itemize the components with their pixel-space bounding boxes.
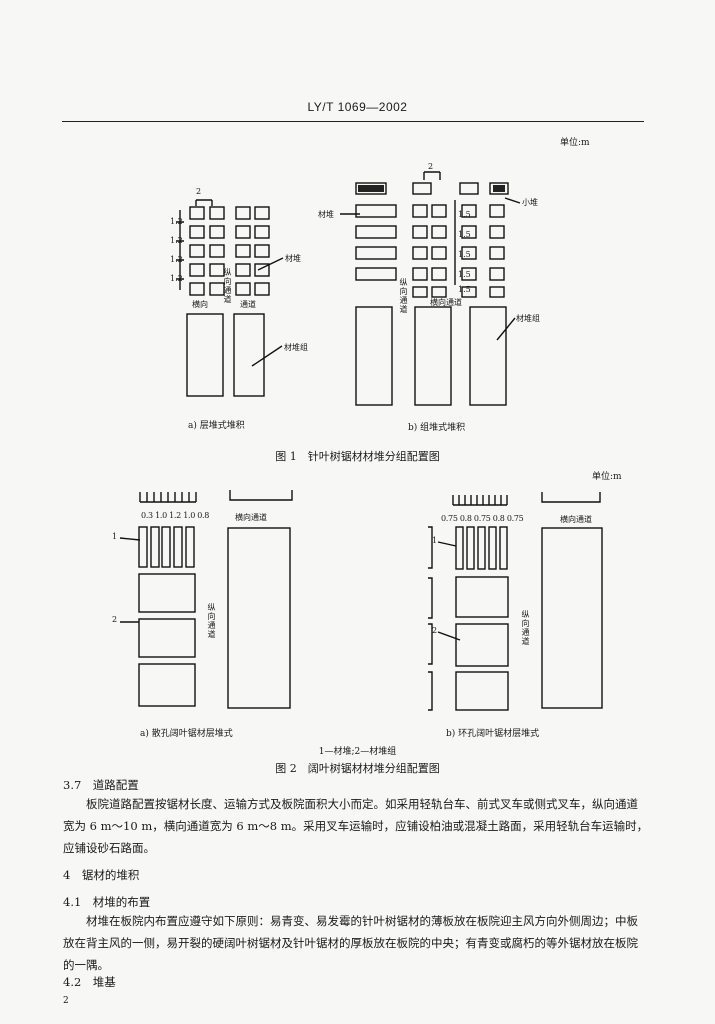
fig2b-aisle-v: 纵向通道 (521, 610, 530, 646)
fig1b-label-top: 2 (428, 162, 434, 171)
fig2b-spacing: 0.75 0.8 0.75 0.8 0.75 (441, 514, 524, 523)
fig1a-caption: a) 层堆式堆积 (188, 421, 245, 431)
section-3-7-heading: 3.7 道路配置 (63, 778, 139, 792)
fig1b-side-1: 1.5 (458, 210, 471, 219)
fig2a-n1: 1 (112, 532, 118, 541)
fig1b-aisle-h: 横向通道 (430, 298, 462, 307)
fig1a-group-label: 材堆组 (284, 343, 308, 352)
section-3-7-paragraph: 板院道路配置按锯材长度、运输方式及板院面积大小而定。如采用轻轨台车、前式叉车或侧… (63, 797, 649, 855)
section-4-1-paragraph: 材堆在板院内布置应遵守如下原则：易青变、易发霉的针叶树锯材的薄板放在板院迎主风方… (63, 914, 638, 972)
fig1a-aisle-h2: 通道 (240, 300, 256, 309)
figure-2-caption: 图 2 阔叶树锯材材堆分组配置图 (275, 762, 440, 775)
fig1b-stacks (355, 182, 509, 298)
fig2b-caption: b) 环孔阔叶锯材层堆式 (446, 729, 540, 739)
fig1a-label-top: 2 (196, 187, 202, 196)
fig1a-side-1: 1.2 (170, 217, 183, 226)
fig1b-group-label: 材堆组 (516, 314, 540, 323)
fig1a-aisle-h: 横向 (192, 300, 208, 309)
fig2a-aisle-v: 纵向通道 (207, 603, 216, 639)
fig1b-group-1 (355, 306, 393, 406)
fig2a-n2: 2 (112, 615, 118, 624)
fig1a-side-3: 1.2 (170, 255, 183, 264)
fig1b-side-3: 1.5 (458, 250, 471, 259)
fig1b-stack-label: 材堆 (318, 210, 334, 219)
fig1b-group-2 (414, 306, 452, 406)
fig2b-group-1 (455, 576, 509, 618)
fig1b-aisle-v: 纵向通道 (399, 278, 408, 314)
standard-number: LY/T 1069—2002 (307, 100, 408, 114)
fig2a-group-1 (138, 573, 196, 613)
fig1a-group-right (233, 313, 265, 397)
fig1a-stack-label: 材堆 (285, 254, 301, 263)
figure-1-caption: 图 1 针叶树锯材材堆分组配置图 (275, 450, 440, 463)
fig2a-group-3 (138, 663, 196, 707)
fig2a-caption: a) 散孔阔叶锯材层堆式 (140, 729, 233, 739)
fig2b-plank-stacks (455, 526, 508, 570)
page-number: 2 (63, 996, 69, 1006)
fig1a-group-left (186, 313, 224, 397)
fig1-unit: 单位:m (560, 138, 590, 148)
section-4-heading: 4 锯材的堆积 (63, 868, 140, 882)
fig1b-side-4: 1.5 (458, 270, 471, 279)
fig2a-aisle-h: 横向通道 (235, 513, 267, 522)
fig2b-n2: 2 (432, 626, 438, 635)
header-rule (62, 121, 644, 122)
fig2a-spacing: 0.3 1.0 1.2 1.0 0.8 (141, 511, 210, 520)
fig1a-stacks (189, 206, 270, 296)
fig1b-side-2: 1.5 (458, 230, 471, 239)
section-4-1-heading: 4.1 材堆的布置 (63, 895, 151, 909)
fig2b-group-2 (455, 623, 509, 667)
fig1a-side-4: 1.2 (170, 274, 183, 283)
fig1a-aisle-v: 纵向通道 (223, 268, 232, 304)
fig2b-aisle-h: 横向通道 (560, 515, 592, 524)
fig2-legend: 1—材堆;2—材堆组 (318, 747, 397, 757)
fig1b-small-stack-label: 小堆 (522, 198, 538, 207)
section-4-2-heading: 4.2 堆基 (63, 975, 116, 989)
fig1b-group-3 (469, 306, 507, 406)
fig1b-caption: b) 组堆式堆积 (408, 423, 466, 433)
fig1b-side-5: 1.5 (458, 285, 471, 294)
fig2a-plank-stacks (138, 526, 195, 568)
fig2a-long-stack (227, 527, 291, 709)
fig2a-group-2 (138, 618, 196, 658)
fig2-unit: 单位:m (592, 472, 622, 482)
fig1a-side-2: 1.2 (170, 236, 183, 245)
fig2b-n1: 1 (432, 536, 438, 545)
fig2b-long-stack (541, 527, 603, 709)
fig2b-group-3 (455, 671, 509, 711)
